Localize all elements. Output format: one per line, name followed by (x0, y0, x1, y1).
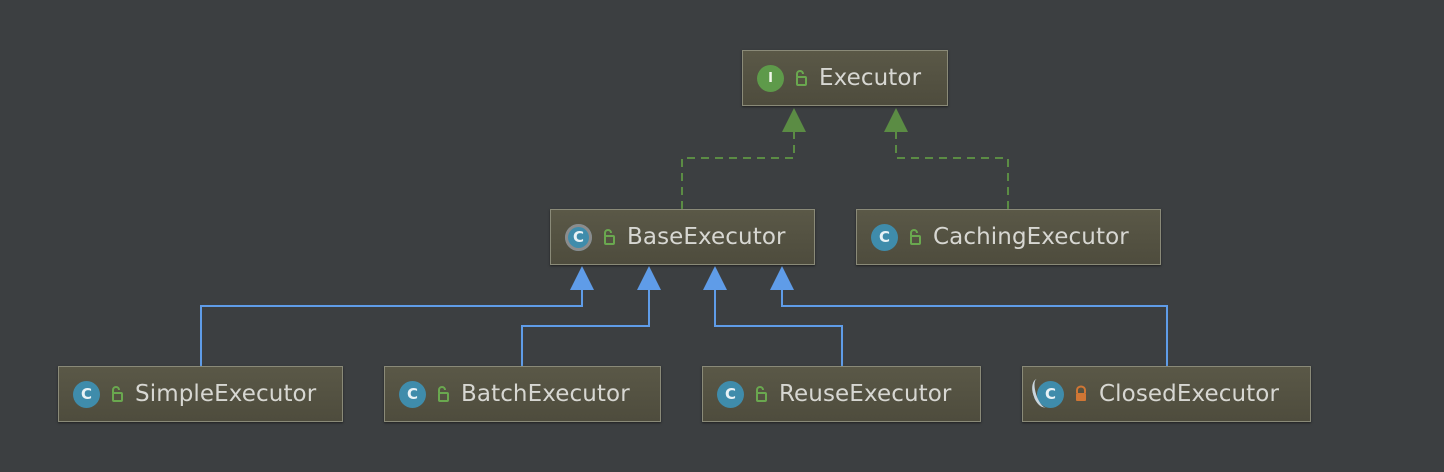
public-unlocked-icon (910, 229, 921, 245)
node-base-executor[interactable]: C BaseExecutor (550, 209, 815, 265)
class-icon: C (871, 223, 898, 251)
node-label: BaseExecutor (627, 224, 786, 250)
arrowhead (703, 266, 727, 290)
abstract-class-icon: C (565, 223, 592, 251)
node-label: ClosedExecutor (1099, 381, 1280, 407)
node-closed-executor[interactable]: C ClosedExecutor (1022, 366, 1311, 422)
node-label: CachingExecutor (933, 224, 1129, 250)
public-unlocked-icon (796, 70, 807, 86)
edge-caching-to-executor (884, 108, 1009, 209)
kind-letter: C (1044, 385, 1056, 403)
anonymous-class-icon: C (1028, 375, 1064, 410)
private-lock-icon (1076, 385, 1086, 401)
arrowhead (637, 266, 661, 290)
public-unlocked-icon (438, 386, 449, 402)
public-unlocked-icon (756, 386, 767, 402)
node-label: BatchExecutor (461, 381, 630, 407)
class-icon: C (717, 380, 744, 408)
class-icon: C (399, 380, 426, 408)
interface-icon: I (757, 64, 784, 92)
arrowhead (570, 266, 594, 290)
class-icon: C (73, 380, 100, 408)
edge-batch-to-base (521, 266, 661, 366)
public-unlocked-icon (604, 229, 615, 245)
node-label: Executor (819, 65, 922, 91)
node-executor[interactable]: I Executor (742, 50, 948, 106)
arrowhead (782, 108, 806, 132)
node-label: ReuseExecutor (779, 381, 952, 407)
node-reuse-executor[interactable]: C ReuseExecutor (702, 366, 981, 422)
node-label: SimpleExecutor (135, 381, 317, 407)
arrowhead (884, 108, 908, 132)
node-caching-executor[interactable]: C CachingExecutor (856, 209, 1161, 265)
node-batch-executor[interactable]: C BatchExecutor (384, 366, 661, 422)
swirl-mark (1028, 375, 1055, 410)
edge-base-to-executor (681, 108, 806, 209)
node-simple-executor[interactable]: C SimpleExecutor (58, 366, 343, 422)
edge-simple-to-base (200, 266, 594, 366)
arrowhead (770, 266, 794, 290)
edge-reuse-to-base (703, 266, 843, 366)
edge-closed-to-base (770, 266, 1168, 366)
public-unlocked-icon (112, 386, 123, 402)
